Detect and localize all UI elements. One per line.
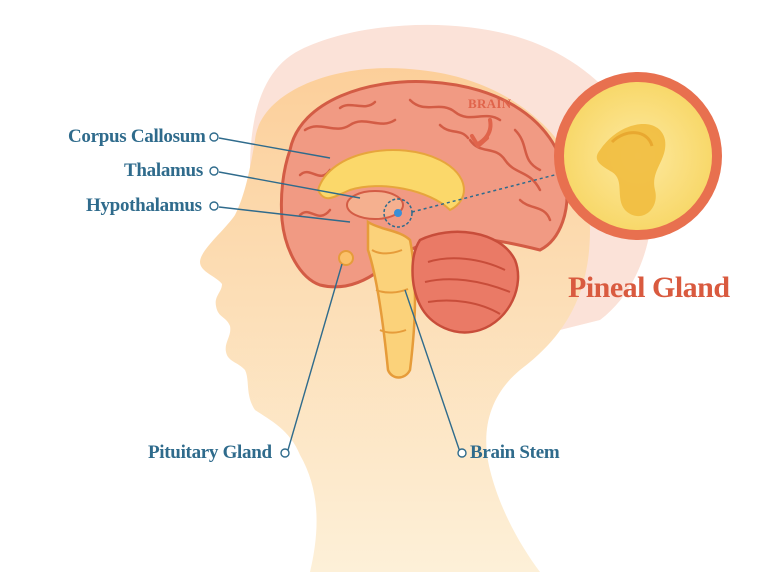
label-thalamus: Thalamus (124, 161, 203, 180)
pituitary-gland (339, 251, 353, 265)
label-hypothalamus: Hypothalamus (86, 196, 202, 215)
label-brain: BRAIN (468, 96, 511, 112)
label-corpus-callosum: Corpus Callosum (68, 127, 206, 146)
label-pituitary-gland: Pituitary Gland (148, 443, 272, 462)
label-pineal-gland: Pineal Gland (568, 271, 730, 305)
pineal-marker (394, 209, 402, 217)
label-brain-stem: Brain Stem (470, 443, 559, 462)
